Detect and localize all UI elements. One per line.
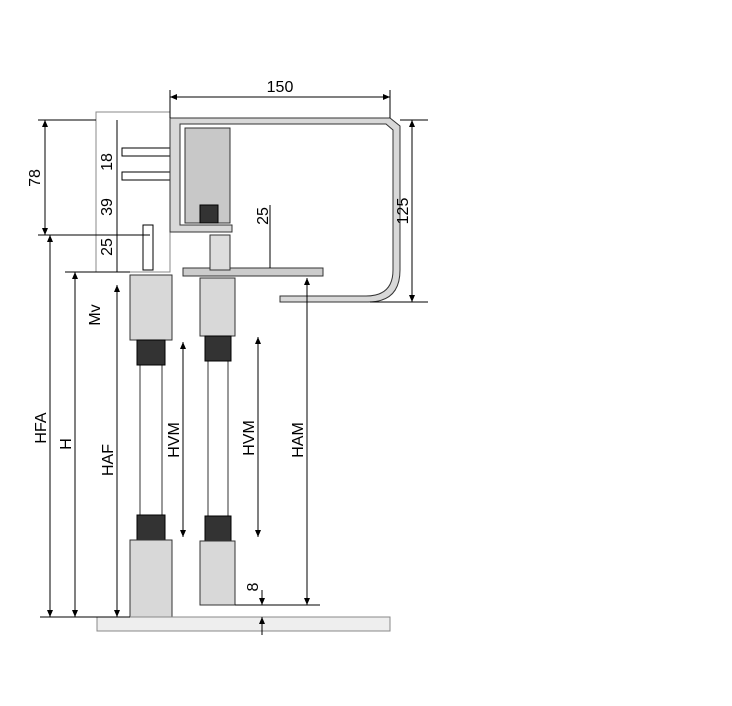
dim-8: 8 [245,582,262,591]
dim-78: 78 [27,169,44,187]
dimension-lines [38,90,428,635]
sliding-panel [199,277,236,606]
dim-18: 18 [99,153,116,171]
dim-h: H [58,438,75,450]
housing-profile [169,117,401,303]
dim-125: 125 [395,198,412,225]
dim-25-left: 25 [99,238,116,256]
dim-haf: HAF [100,444,117,476]
dim-25-track: 25 [255,207,272,225]
fixed-panel [129,274,173,618]
track [199,204,219,224]
dim-hvm-left: HVM [166,422,183,458]
dim-39: 39 [99,198,116,216]
dim-hvm-right: HVM [241,420,258,456]
dim-hfa: HFA [33,412,50,443]
wall-block [95,111,171,273]
dim-mv: Mv [87,304,104,325]
dim-ham: HAM [290,422,307,458]
floor [96,616,391,632]
hanger-bolt [209,234,231,271]
dim-150: 150 [267,79,294,96]
mounting-plate [182,267,324,277]
